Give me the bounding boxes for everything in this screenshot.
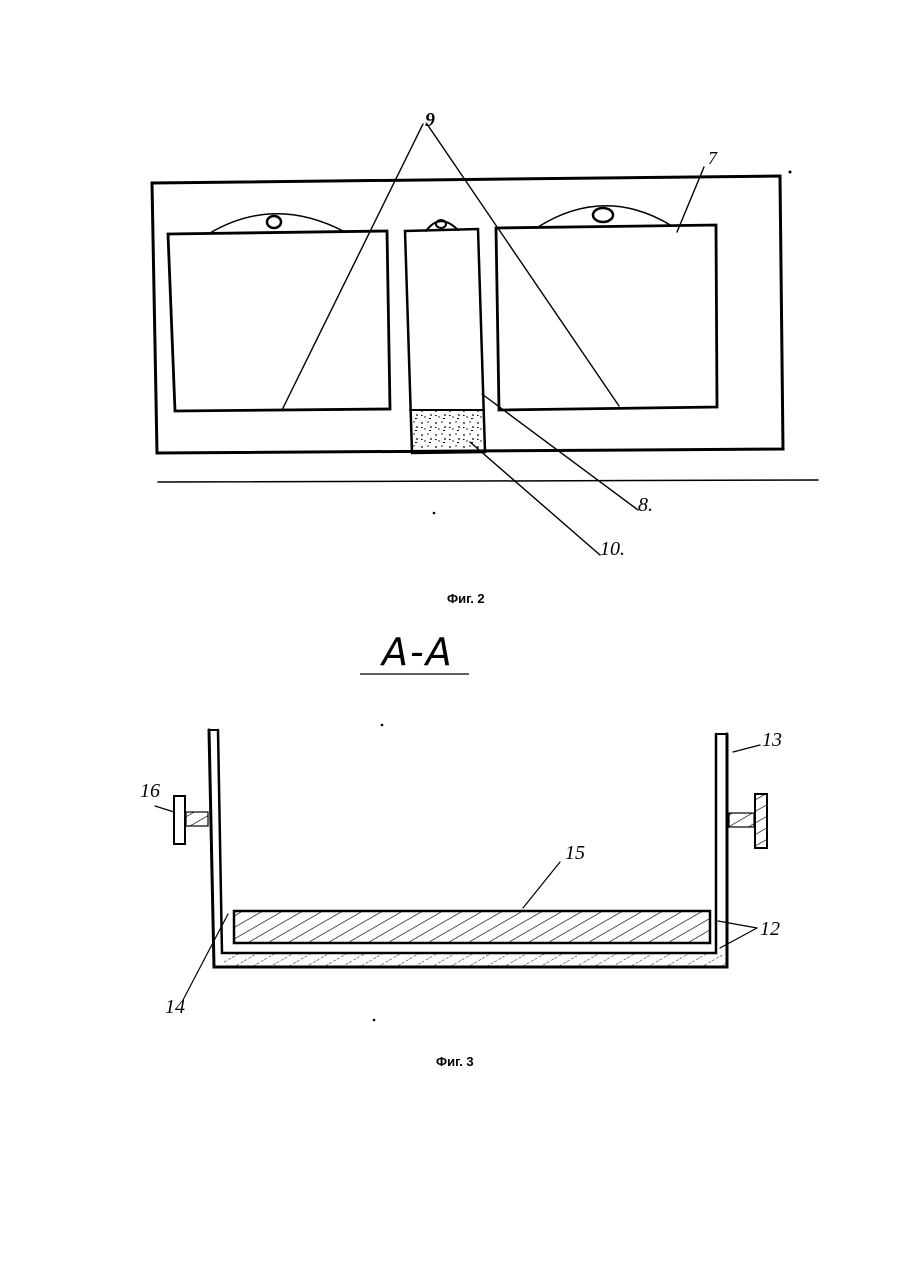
label-10: 10. [600,538,625,560]
section-title: A-A [382,630,454,674]
stray-mark [381,724,383,726]
label-8: 8. [638,494,653,516]
leader-9-left [282,124,423,410]
label-13: 13 [762,729,782,751]
label-7: 7 [708,148,718,168]
label-9: 9 [425,109,435,131]
left-bracket-connector [186,812,208,826]
hatched-slab [234,911,710,943]
figure-2-caption: Фиг. 2 [447,591,485,606]
label-16: 16 [140,780,160,802]
leader-16 [155,806,174,812]
label-15: 15 [565,842,585,864]
right-bracket-plate [755,794,767,848]
center-filler-zone [411,411,483,452]
figure-3-caption: Фиг. 3 [436,1054,474,1069]
label-12: 12 [760,918,780,940]
right-panel [496,225,717,410]
leader-9-right [427,124,619,406]
left-panel-knob [267,216,281,228]
base-layer-hatching [223,954,726,966]
leader-12-a [718,921,757,928]
leader-13 [733,745,760,752]
leader-14 [183,914,228,1000]
left-bracket-plate [174,796,185,844]
right-bracket-connector [729,813,754,827]
leader-15 [523,862,560,908]
stray-mark [433,512,435,514]
leader-10 [470,442,600,555]
figure-2 [152,124,818,555]
label-14: 14 [165,996,185,1018]
stray-mark [373,1019,375,1021]
stray-mark [789,171,791,173]
figure-3 [155,724,767,1021]
right-panel-knob [593,208,613,222]
base-line [158,480,818,482]
